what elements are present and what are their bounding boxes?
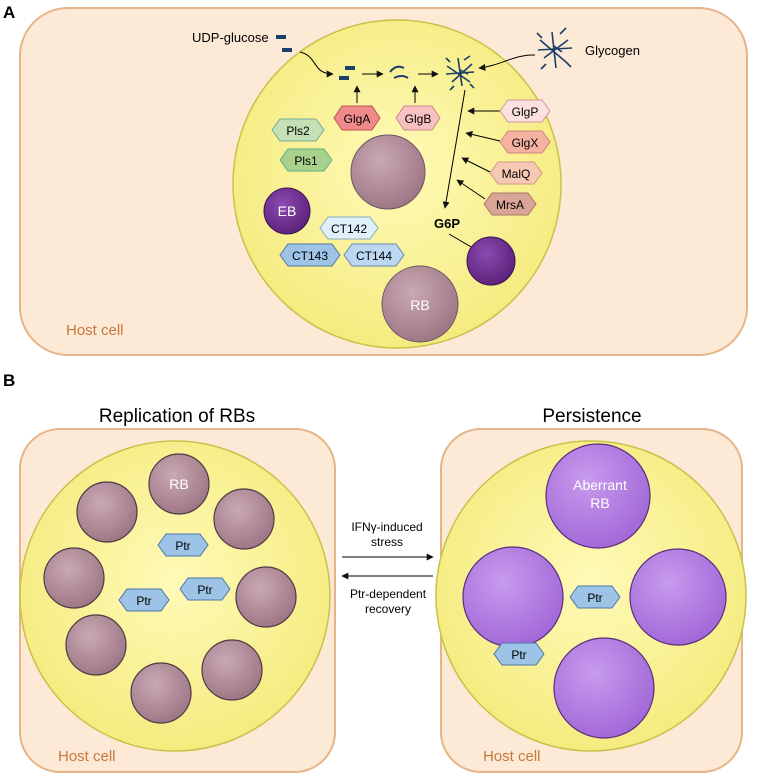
host-cell-label-b-right: Host cell [483,748,541,765]
rb-bottom-a [381,265,459,343]
svg-text:Ptr: Ptr [197,583,212,597]
glycogen-to-g6p-arrow [442,89,466,209]
rb-left-1 [148,453,210,515]
rb-left-5 [235,566,297,628]
ct143-protein: CT143 [279,243,341,267]
rb-label-a: RB [410,297,429,313]
rb-left-2 [76,481,138,543]
rb-left-7 [201,639,263,701]
left-title: Replication of RBs [99,406,255,427]
svg-text:GlgX: GlgX [512,136,539,150]
ct144-protein: CT144 [343,243,405,267]
glycogen-inner-icon [445,55,475,91]
rb-left-6 [65,614,127,676]
eb-a [263,187,311,235]
eb-g6p-target [466,236,516,286]
panel-a-letter: A [3,3,15,22]
udp-arrow [299,51,334,78]
udp-glucose-label: UDP-glucose [192,30,269,45]
glucose-dash-1 [345,66,355,70]
host-cell-label-a: Host cell [66,322,124,339]
glycogen-import-arrow [478,54,536,71]
glgx-protein: GlgX [499,130,551,154]
linear-chain-icon [389,65,409,79]
ptr-left-2: Ptr [118,588,170,612]
svg-text:Ptr: Ptr [136,594,151,608]
rb-label-b: RB [169,476,188,492]
aberrant-label-2: RB [590,495,609,511]
g6p-label: G6P [434,216,460,231]
back-label-1: Ptr-dependent [350,587,427,601]
ct142-protein: CT142 [319,216,379,240]
glycogen-outer-icon [536,27,573,70]
svg-text:CT143: CT143 [292,249,328,263]
mrsa-arrow [456,179,486,200]
rb-left-8 [130,662,192,724]
mrsa-protein: MrsA [483,192,537,216]
svg-text:Ptr: Ptr [511,648,526,662]
svg-text:Pls1: Pls1 [294,154,318,168]
glga-protein: GlgA [333,105,381,131]
svg-text:CT142: CT142 [331,222,367,236]
svg-text:MrsA: MrsA [496,198,524,212]
svg-text:GlgP: GlgP [512,105,539,119]
glgp-protein: GlgP [499,99,551,123]
ptr-right-1: Ptr [569,585,621,609]
svg-text:MalQ: MalQ [502,167,531,181]
pls2-protein: Pls2 [271,118,325,142]
pls1-protein: Pls1 [279,148,333,172]
svg-text:Ptr: Ptr [587,591,602,605]
udp-glucose-dash-2 [282,48,292,52]
glycogen-label: Glycogen [585,43,640,58]
malq-protein: MalQ [489,161,543,185]
aberrant-rb-right [629,548,727,646]
svg-text:GlgA: GlgA [344,112,371,126]
aberrant-rb-bottom [553,637,655,739]
aberrant-label-1: Aberrant [573,477,627,493]
svg-text:CT144: CT144 [356,249,392,263]
ptr-right-2: Ptr [493,642,545,666]
glgx-arrow [465,131,501,142]
right-title: Persistence [542,406,641,427]
forward-label-2: stress [371,535,403,549]
rb-left-3 [213,488,275,550]
udp-glucose-dash-1 [276,35,286,39]
panel-b-letter: B [3,371,15,390]
ptr-left-3: Ptr [179,577,231,601]
glucose-dash-2 [339,76,349,80]
svg-text:Pls2: Pls2 [286,124,310,138]
back-label-2: recovery [365,602,411,616]
ptr-left-1: Ptr [157,533,209,557]
malq-arrow [461,157,491,173]
eb-label: EB [278,203,297,219]
aberrant-rb-top [545,443,651,549]
forward-label-1: IFNγ-induced [351,520,422,534]
aberrant-rb-left [462,546,564,648]
host-cell-label-b-left: Host cell [58,748,116,765]
rb-center-a [350,134,426,210]
glgb-protein: GlgB [395,105,441,131]
svg-text:Ptr: Ptr [175,539,190,553]
svg-text:GlgB: GlgB [405,112,432,126]
rb-left-4 [43,547,105,609]
